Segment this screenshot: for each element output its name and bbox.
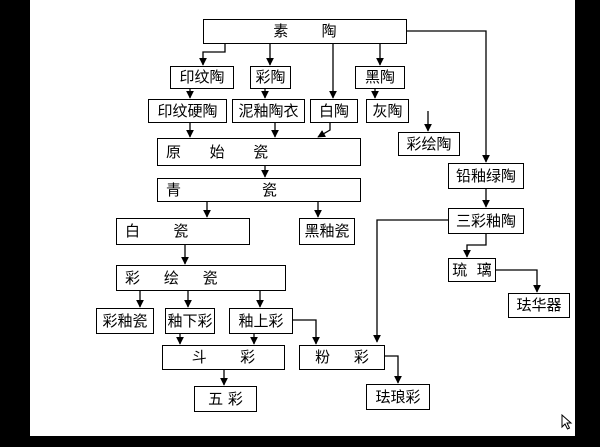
node-heiyouci: 黑釉瓷 [299, 218, 355, 245]
node-qingci: 青 瓷 [157, 178, 361, 202]
node-caihuici: 彩 绘 瓷 [116, 265, 286, 291]
arrow-sancaiyoutao-liuli [463, 233, 487, 258]
node-heitao: 黑陶 [355, 66, 405, 89]
node-liuli: 琉 璃 [448, 258, 496, 282]
node-sutao: 素 陶 [203, 19, 407, 44]
mouse-pointer-icon [561, 414, 573, 430]
node-wucai: 五 彩 [194, 386, 257, 412]
node-qianyoulvtao: 铅釉绿陶 [448, 163, 524, 189]
node-falangcai: 珐琅彩 [366, 384, 430, 410]
node-caiyouci: 彩釉瓷 [96, 308, 154, 334]
arrow-baitao-yuanshici [317, 122, 331, 138]
arrow-fencai-falangcai [385, 355, 402, 384]
node-baici: 白 瓷 [116, 218, 250, 245]
arrow-sutao-qianyoulvtao [407, 30, 490, 163]
node-fencai: 粉 彩 [299, 345, 385, 370]
node-yinwentao: 印纹陶 [170, 66, 234, 89]
node-youxiacai: 釉下彩 [165, 308, 215, 334]
node-huitao: 灰陶 [366, 99, 409, 123]
arrow-liuli-fahuaqi [496, 269, 541, 293]
node-doucai: 斗 彩 [162, 345, 285, 370]
arrow-sutao-yinwentao [199, 43, 226, 66]
node-caitao: 彩陶 [250, 66, 291, 89]
node-caihuitao: 彩绘陶 [398, 132, 460, 156]
node-yinwenyingtao: 印纹硬陶 [148, 99, 227, 123]
arrow-sancaiyoutao-fencai [373, 219, 448, 343]
node-youshangcai: 釉上彩 [229, 308, 293, 334]
node-baitao: 白陶 [310, 99, 358, 123]
node-yuanshici: 原 始 瓷 [157, 138, 361, 166]
node-niyoutaoyi: 泥釉陶衣 [232, 99, 305, 123]
arrow-youshangcai-fencai [293, 319, 320, 345]
node-fahuaqi: 珐华器 [508, 293, 570, 318]
node-sancaiyoutao: 三彩釉陶 [448, 208, 524, 234]
